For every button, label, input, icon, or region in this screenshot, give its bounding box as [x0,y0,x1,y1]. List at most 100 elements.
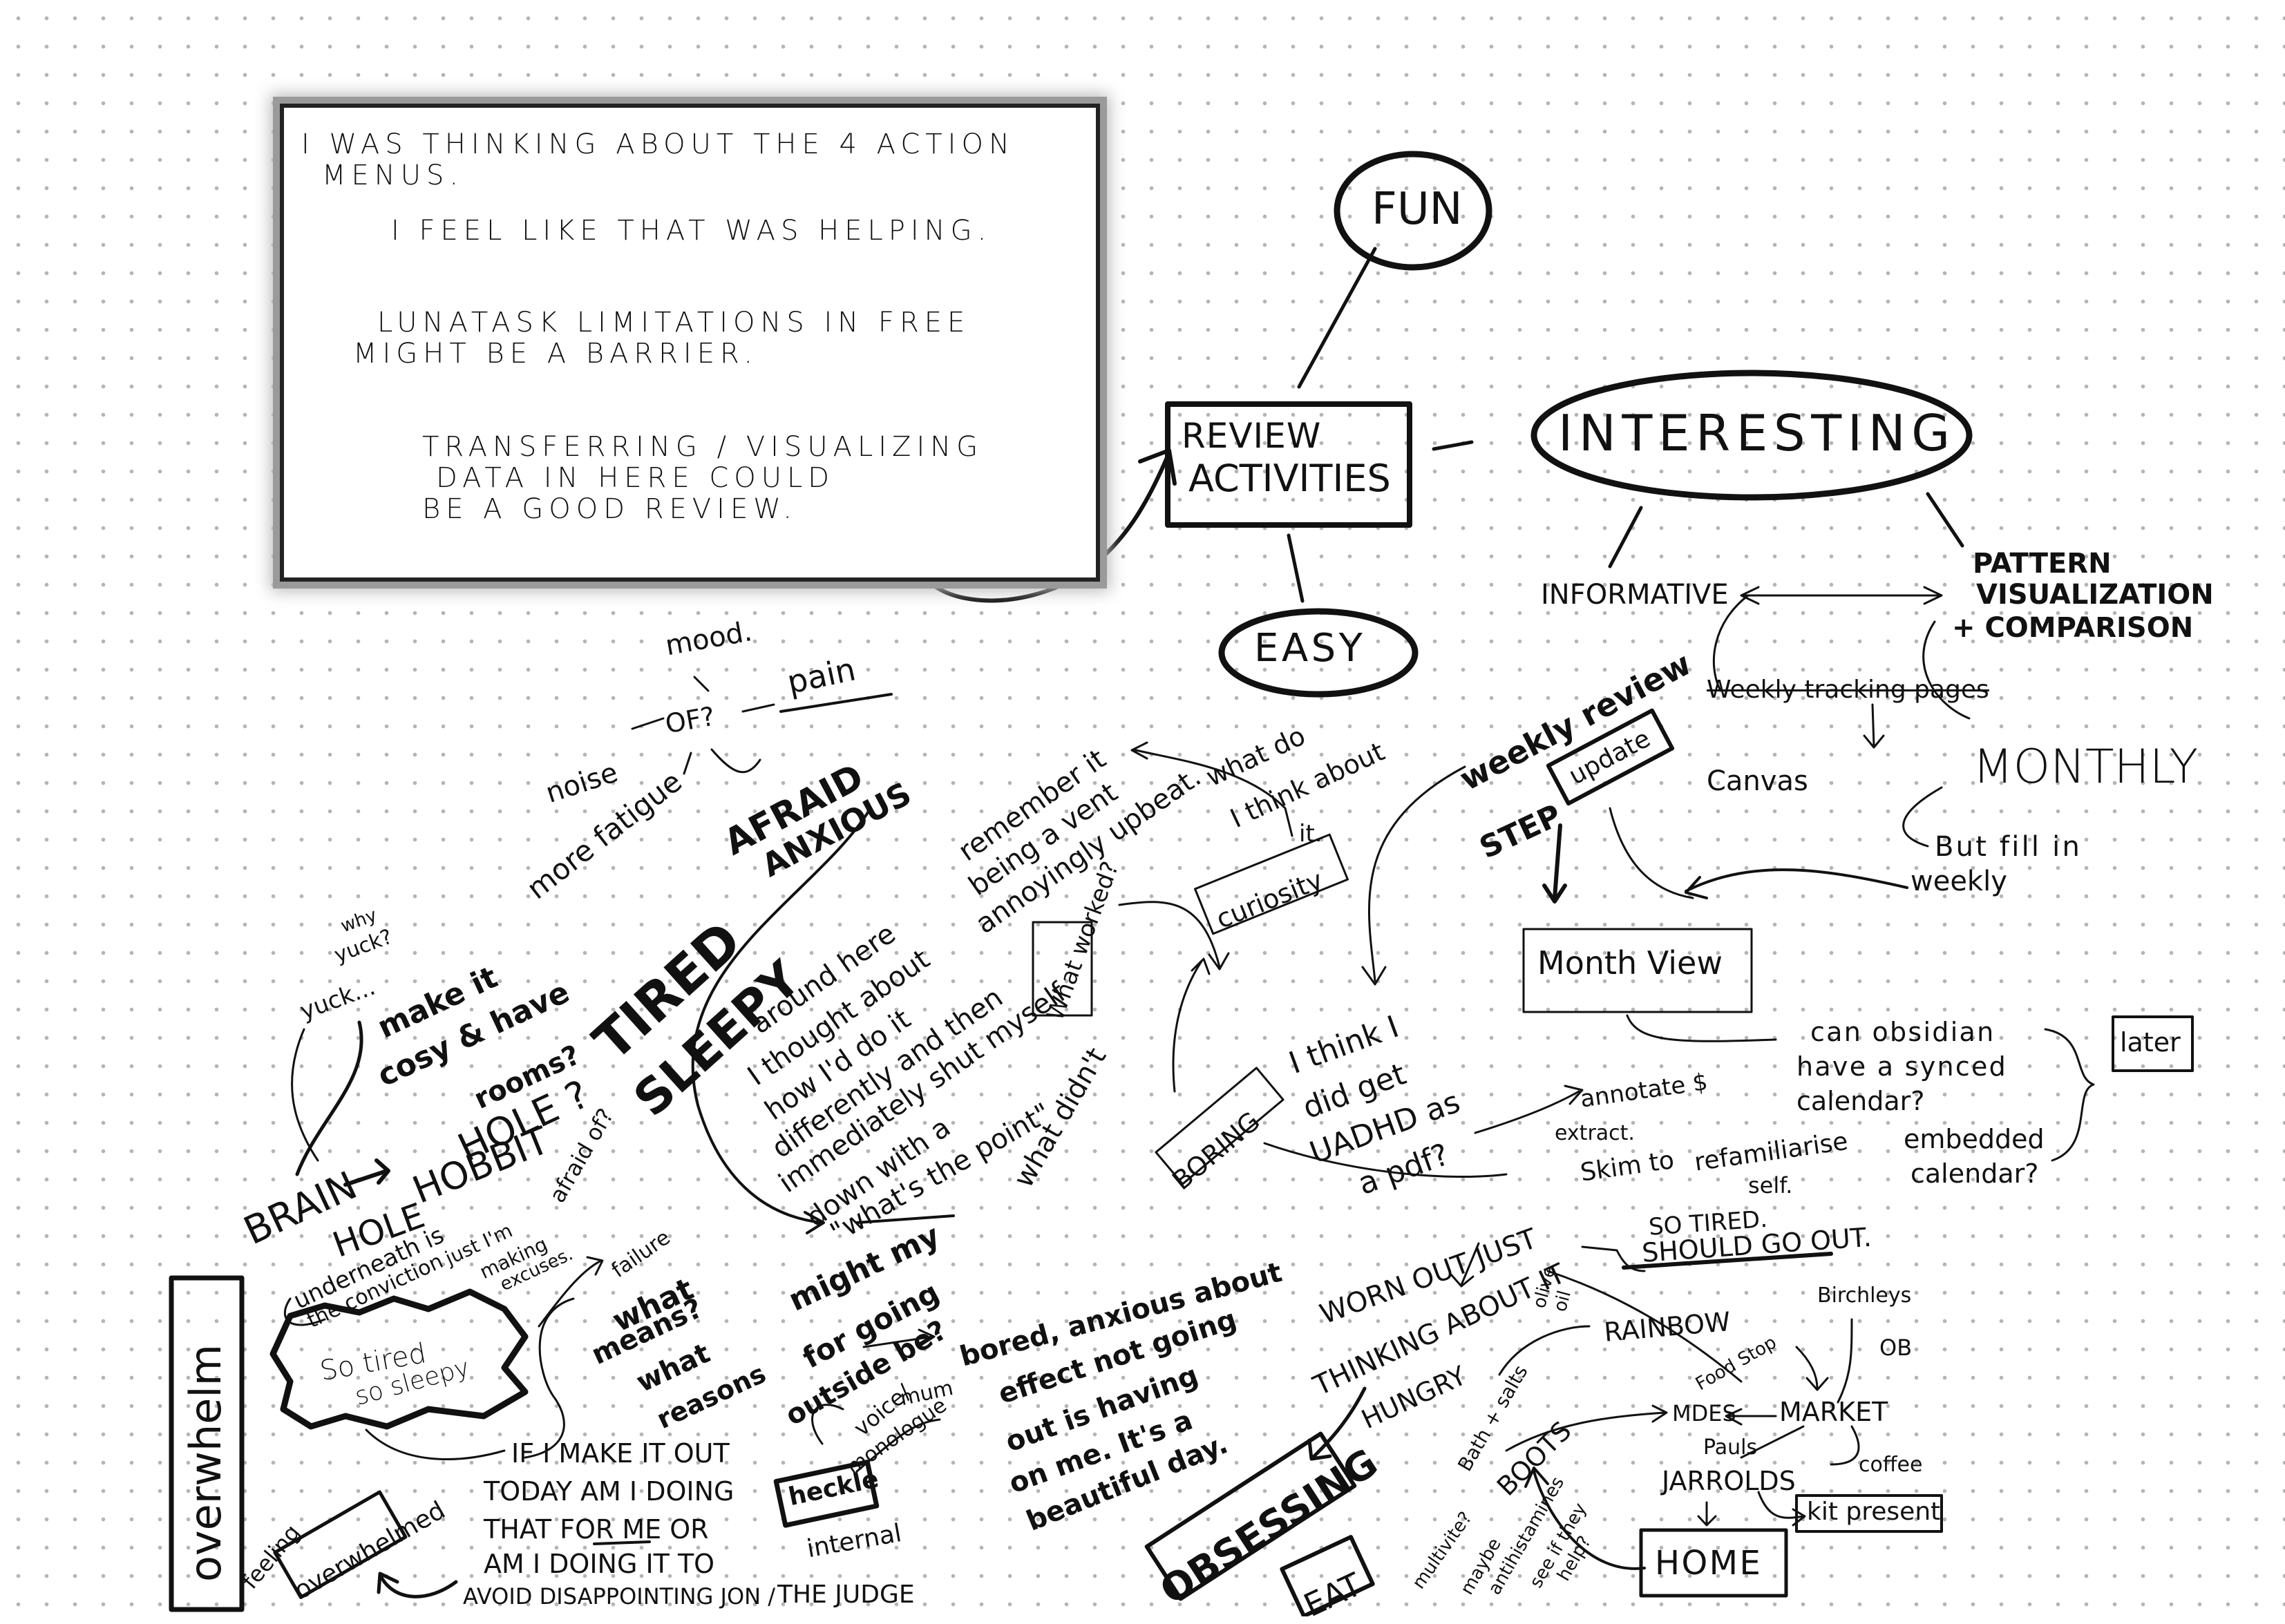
canvas-label: Canvas [1707,765,1808,797]
overwhelmed-box [273,1490,408,1599]
pattern-label-1: PATTERN [1973,548,2112,580]
what-do-3: it. [1299,820,1322,848]
brace-obsidian [2044,1028,2095,1162]
interesting-label: INTERESTING [1558,404,1956,462]
if-i-make-2: TODAY AM I DOING [484,1476,734,1507]
arc-anxious-down [691,807,872,1224]
arrow-hungry-obsessing [1307,1386,1367,1461]
kit-present-label: kit present [1807,1498,1941,1526]
ob-label: OB [1879,1335,1913,1361]
arrow-market-coffee [1830,1425,1860,1466]
line-of-mood [693,676,710,692]
kit-present-box [1795,1494,1943,1533]
arrow-update-monthview [1609,807,1694,899]
arrow-to-curiosity [1118,901,1230,971]
arrow-mum [811,1404,844,1445]
note-line-3: I FEEL LIKE THAT WAS HELPING. [391,215,992,247]
arrow-to-overwhelmed [377,1572,458,1598]
note-line-8: BE A GOOD REVIEW. [422,493,797,525]
review-label-1: REVIEW [1182,416,1322,456]
line-of-pain [741,703,775,713]
underline-pain [779,693,893,713]
line-interesting-informative [1608,506,1643,569]
line-to-weekly-tracking [1712,594,1750,692]
if-i-make-3: THAT FOR ME OR [484,1514,709,1545]
line-heckle-bored [855,1418,941,1473]
informative-label: INFORMATIVE [1541,579,1729,611]
line-sotired-ifimake [365,1429,506,1460]
embedded-1: embedded [1904,1124,2045,1154]
arrow-tracking-down [1863,703,1885,749]
line-pattern-monthly [1922,620,1971,720]
line-of-fatigue [683,752,692,775]
arrow-worn-out [1450,1242,1480,1288]
arrow-bath-mdes [1505,1404,1668,1452]
arrow-market-jarrolds [1740,1425,1805,1459]
later-label: later [2120,1027,2181,1058]
arrow-annotate [1474,1085,1584,1134]
arrow-informative-pattern [1740,586,1943,605]
line-of-noise [631,717,665,730]
line-brain-arrow [295,1020,363,1176]
if-i-make-1: IF I MAKE IT OUT [511,1438,730,1469]
arrow-brain-hobbit [343,1158,390,1187]
line-interesting-pattern [1926,492,1964,548]
underline-what [855,1214,955,1224]
arrow-curiosity-whatdo [1130,741,1293,837]
review-box [1165,401,1412,528]
note-card: I WAS THINKING ABOUT THE 4 ACTION MENUS.… [280,104,1100,582]
eat-box [1280,1535,1375,1616]
line-whatmeans [524,1297,575,1459]
annotate-2: extract. [1555,1121,1635,1145]
note-line-5: MIGHT BE A BARRIER. [353,338,759,370]
arrow-birchleys [1837,1318,1853,1404]
line-rainbow [1498,1325,1591,1376]
arrow-monthly-butfill [1902,786,1943,848]
can-obsidian-2: have a synced [1796,1051,2008,1082]
line-review-fun [1297,247,1377,389]
arrow-step-down [1542,823,1567,904]
easy-ellipse [1218,608,1419,698]
line-monthview-obsidian [1626,1014,1777,1042]
arrow-worn-rainbow [1546,1270,1743,1383]
fun-label: FUN [1372,184,1463,235]
line-review-interesting [1432,440,1474,451]
birchleys-label: Birchleys [1817,1283,1912,1308]
pattern-label-2: VISUALIZATION [1976,579,2214,611]
note-line-7: DATA IN HERE COULD [436,462,835,494]
jarrolds-label: JARROLDS [1662,1466,1796,1496]
embedded-2: calendar? [1911,1158,2039,1189]
pattern-label-3: + COMPARISON [1952,612,2194,644]
month-view-label: Month View [1537,944,1723,982]
easy-label: EASY [1254,626,1366,671]
overwhelm-label: overwhelm [180,1344,231,1582]
note-line-2: MENUS. [322,160,464,191]
weekly-tracking-label: Weekly tracking pages [1707,676,1989,704]
so-tired-bubble [269,1288,529,1430]
mdes-label: MDES [1672,1400,1736,1426]
line-of-afraid [710,748,761,774]
pauls-label: Pauls [1703,1435,1758,1460]
if-i-make-5: AVOID DISAPPOINTING JON / [463,1583,776,1609]
can-obsidian-1: can obsidian [1810,1017,1995,1047]
update-box [1546,708,1675,806]
can-obsidian-3: calendar? [1796,1086,1925,1116]
what-worked-box [1032,921,1093,1017]
arrow-reasons-bored [862,1328,936,1348]
line-review-easy [1287,533,1305,603]
line-yuck-brain [291,1028,319,1162]
arrow-to-market [1795,1346,1829,1391]
obsessing-box [1144,1431,1357,1601]
arrow-boring-curiosity [1172,957,1211,1093]
monthly-label: MONTHLY [1973,740,2199,794]
interesting-ellipse [1530,370,1973,501]
overwhelm-box [169,1275,245,1612]
line-boring-skim [1263,1142,1508,1178]
arrow-to-month-view [1685,868,1908,899]
underline-for-me [593,1540,651,1545]
home-label: HOME [1655,1544,1763,1583]
arrowhead-anxious [804,1211,825,1234]
but-fill-label-2: weekly [1911,866,2007,897]
